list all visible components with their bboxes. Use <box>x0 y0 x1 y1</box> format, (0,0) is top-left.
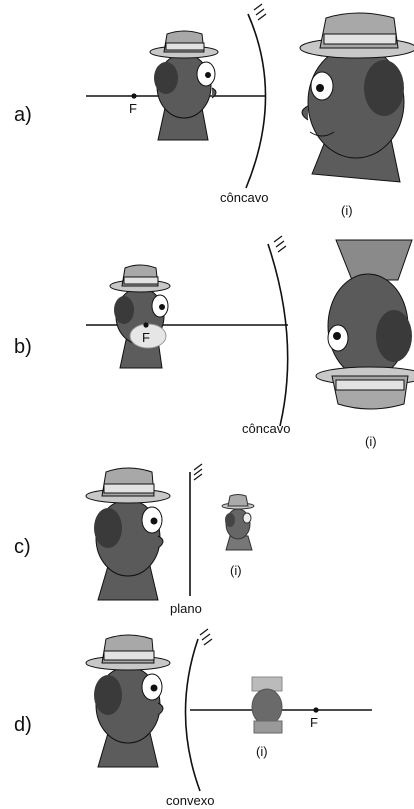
image-label: (i) <box>341 203 353 218</box>
panel-b-figure <box>86 235 414 427</box>
focus-label: F <box>129 101 137 116</box>
focus-label: F <box>310 715 318 730</box>
concave-mirror <box>267 243 289 427</box>
panel-c-figure <box>85 463 255 601</box>
panel-b: b) F côncavo (i) <box>0 230 414 460</box>
focus-point <box>143 322 149 328</box>
mirror-hatch <box>253 3 267 21</box>
panel-a-figure <box>86 3 414 189</box>
mirror-type-label: côncavo <box>220 190 269 205</box>
object-head <box>149 30 219 141</box>
concave-mirror <box>245 13 267 189</box>
image-label: (i) <box>230 563 242 578</box>
mirror-hatch <box>199 628 213 646</box>
image-head-small <box>221 494 255 551</box>
panel-a: a) F côncavo (i) <box>0 0 414 218</box>
mirror-hatch <box>193 463 203 481</box>
image-label: (i) <box>365 434 377 449</box>
object-head <box>85 467 171 601</box>
image-head-small <box>251 676 283 734</box>
option-c-label: c) <box>14 536 31 558</box>
focus-point <box>313 707 319 713</box>
mirror-type-label: convexo <box>166 793 215 808</box>
option-b-label: b) <box>14 336 32 358</box>
focus-point <box>131 93 137 99</box>
mirror-type-label: plano <box>170 601 202 616</box>
image-head <box>299 12 414 183</box>
panel-c: c) (i) plano <box>0 460 414 625</box>
image-label: (i) <box>256 744 268 759</box>
option-d-label: d) <box>14 714 32 736</box>
mirror-hatch <box>273 235 287 253</box>
panel-d: d) F (i) convexo <box>0 625 414 809</box>
object-head <box>109 264 171 369</box>
object-head <box>85 634 171 768</box>
focus-label: F <box>142 330 150 345</box>
mirror-type-label: côncavo <box>242 421 291 436</box>
option-a-label: a) <box>14 104 32 126</box>
convex-mirror <box>184 638 201 792</box>
image-head-inverted <box>315 239 414 410</box>
panel-d-figure <box>85 628 372 792</box>
